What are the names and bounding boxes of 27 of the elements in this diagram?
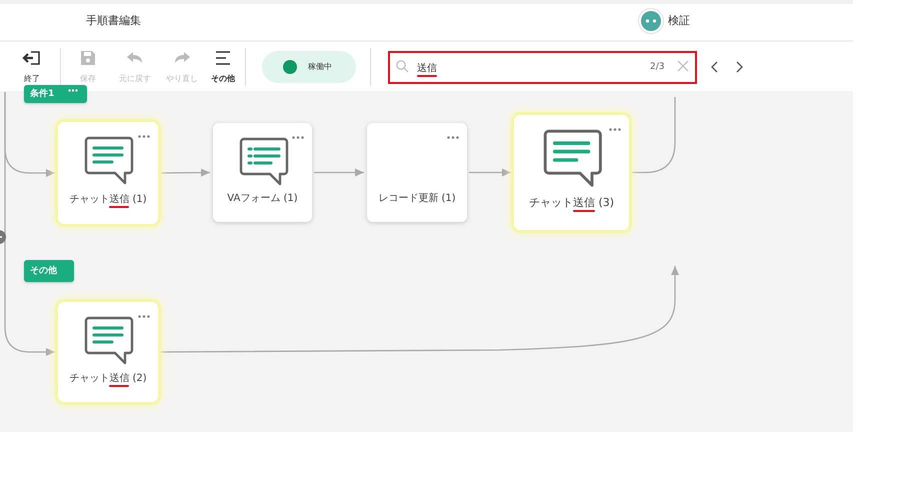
step-name: チャット送信 (2) <box>68 372 148 385</box>
step-card <box>213 123 312 222</box>
step-name: レコード更新 (1) <box>377 192 457 205</box>
step-card <box>367 123 467 222</box>
step-card <box>58 122 158 224</box>
toolbar-label: 保存 <box>80 73 96 84</box>
toolbar-label: 終了 <box>24 73 40 84</box>
toolbar-label: その他 <box>211 73 235 84</box>
page-title: 手順書編集 <box>86 13 141 28</box>
connector-arrow <box>314 168 364 176</box>
user-name: 検証 <box>668 13 690 28</box>
step-name: チャット送信 (3) <box>528 195 616 210</box>
branch-tag: その他 <box>24 260 74 282</box>
step-card <box>514 115 629 230</box>
connector-arrow <box>160 168 210 177</box>
status-toggle: 稼働中 <box>262 51 356 83</box>
toolbar-label: 元に戻す <box>119 73 151 84</box>
step-name: VAフォーム (1) <box>226 192 299 205</box>
connector-arrow <box>4 92 55 356</box>
step-card <box>58 302 158 402</box>
search-text: 送信 <box>417 62 437 75</box>
step-name: チャット送信 (1) <box>68 193 148 206</box>
connector-arrow <box>160 266 679 353</box>
toolbar-label: やり直し <box>166 73 198 84</box>
connector-arrow <box>469 168 511 176</box>
branch-tag: 条件1 <box>24 85 87 103</box>
match-counter: 2/3 <box>650 62 664 72</box>
